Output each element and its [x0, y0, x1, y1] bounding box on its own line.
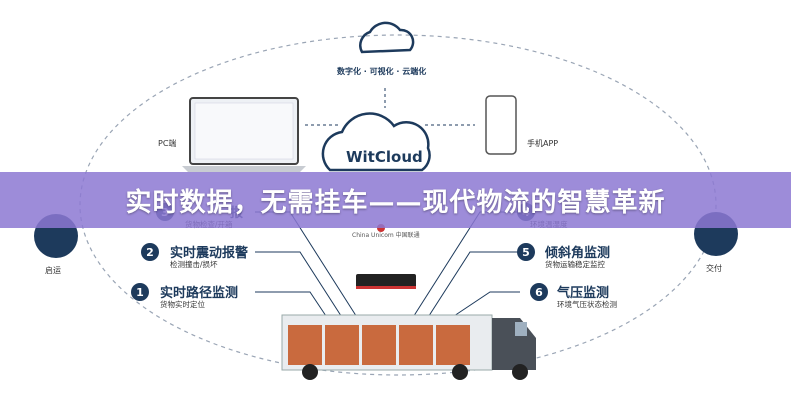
feature-1-title: 实时路径监测	[160, 286, 239, 301]
left-station-label: 启运	[45, 266, 61, 275]
app-label: 手机APP	[527, 139, 559, 148]
sensor-line-5	[424, 251, 520, 323]
top-cloud-icon	[359, 21, 415, 54]
sensor-line-2	[255, 251, 346, 323]
cargo-boxes	[288, 325, 470, 365]
laptop-base	[182, 166, 306, 172]
truck-wheel-2	[452, 364, 468, 380]
laptop-display	[194, 102, 294, 160]
top-caption: 数字化 · 可视化 · 云端化	[337, 67, 427, 76]
feature-5-title: 倾斜角监测	[545, 246, 611, 261]
feature-5-number: 5	[517, 243, 535, 261]
feature-2-title: 实时震动报警	[170, 246, 249, 261]
operator-label: China Unicom 中国联通	[352, 232, 420, 239]
gateway-stripe	[356, 286, 416, 289]
truck-wheel-1	[302, 364, 318, 380]
phone-body	[485, 95, 517, 155]
pc-label: PC端	[158, 139, 177, 148]
sensor-line-1	[255, 291, 331, 323]
truck-wheel-3	[512, 364, 528, 380]
feature-2-desc: 检测撞击/损坏	[170, 260, 218, 269]
truck-window	[515, 322, 527, 336]
sensor-line-3	[255, 211, 361, 323]
feature-5-desc: 货物运输稳定监控	[545, 260, 605, 269]
title-banner	[0, 172, 791, 228]
feature-2-number: 2	[141, 243, 159, 261]
witcloud-shape	[321, 112, 431, 172]
sensor-line-4	[409, 211, 520, 323]
gateway-device	[356, 274, 416, 288]
right-station-label: 交付	[706, 264, 722, 273]
witcloud-label: WitCloud	[346, 148, 423, 166]
feature-1-number: 1	[131, 283, 149, 301]
feature-6-number: 6	[530, 283, 548, 301]
sensor-line-6	[444, 291, 520, 323]
banner-title: 实时数据，无需挂车——现代物流的智慧革新	[125, 187, 666, 218]
feature-6-title: 气压监测	[557, 286, 610, 301]
feature-6-desc: 环境气压状态检测	[557, 300, 617, 309]
truck-cab	[492, 318, 536, 370]
feature-1-desc: 货物实时定位	[160, 300, 205, 309]
